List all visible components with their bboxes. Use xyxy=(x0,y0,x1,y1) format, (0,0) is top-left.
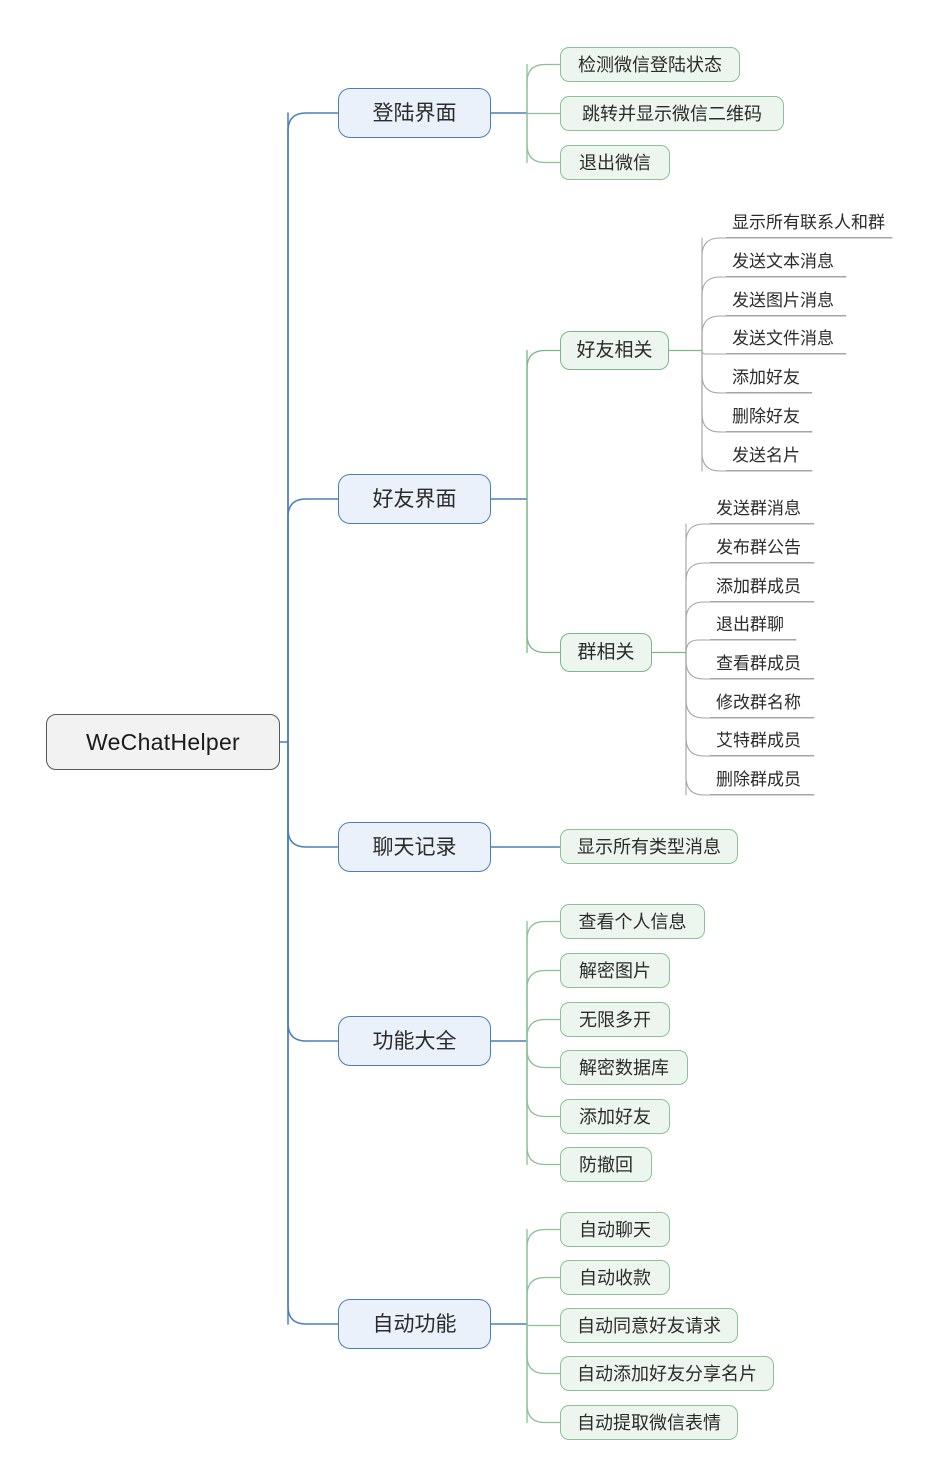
node-label: 发布群公告 xyxy=(716,537,801,557)
node-label: 好友相关 xyxy=(576,340,653,361)
node-label: 修改群名称 xyxy=(716,692,801,712)
node-label: 自动添加好友分享名片 xyxy=(577,1363,757,1384)
node-label: 发送群消息 xyxy=(716,498,801,518)
node-label: 群相关 xyxy=(577,642,635,663)
leaf-node-6[interactable]: 发送名片 xyxy=(726,443,812,471)
leaf-node-3[interactable]: 发送文件消息 xyxy=(726,326,846,354)
node-label: 好友界面 xyxy=(372,487,457,511)
leaf-node-0[interactable]: 显示所有类型消息 xyxy=(560,829,738,864)
node-label: 退出微信 xyxy=(579,152,651,173)
leaf-node-0[interactable]: 自动聊天 xyxy=(560,1212,670,1247)
node-label: 无限多开 xyxy=(579,1009,651,1030)
leaf-node-2[interactable]: 添加群成员 xyxy=(710,574,814,602)
node-label: 查看群成员 xyxy=(716,653,801,673)
node-label: 发送文本消息 xyxy=(732,251,834,271)
node-label: 登陆界面 xyxy=(372,101,457,125)
leaf-node-4[interactable]: 添加好友 xyxy=(726,365,812,393)
leaf-node-4[interactable]: 查看群成员 xyxy=(710,651,814,679)
leaf-node-2[interactable]: 无限多开 xyxy=(560,1002,670,1037)
node-label: 自动同意好友请求 xyxy=(577,1315,721,1336)
branch-node-chatlog[interactable]: 聊天记录 xyxy=(338,822,491,872)
node-label: 艾特群成员 xyxy=(716,730,801,750)
branch-node-friends[interactable]: 好友界面 xyxy=(338,474,491,524)
node-label: 发送名片 xyxy=(732,445,800,465)
node-label: 功能大全 xyxy=(372,1029,457,1053)
node-label: 发送文件消息 xyxy=(732,328,834,348)
leaf-node-1[interactable]: 发送文本消息 xyxy=(726,249,846,277)
leaf-node-3[interactable]: 退出群聊 xyxy=(710,612,796,640)
root-node-wechathelper[interactable]: WeChatHelper xyxy=(46,714,280,770)
leaf-node-0[interactable]: 检测微信登陆状态 xyxy=(560,47,740,82)
leaf-node-2[interactable]: 自动同意好友请求 xyxy=(560,1308,738,1343)
node-label: 检测微信登陆状态 xyxy=(578,54,722,75)
subbranch-node-1[interactable]: 群相关 xyxy=(560,633,652,672)
leaf-node-1[interactable]: 解密图片 xyxy=(560,953,670,988)
node-label: 自动聊天 xyxy=(579,1219,651,1240)
leaf-node-1[interactable]: 发布群公告 xyxy=(710,535,814,563)
node-label: 自动收款 xyxy=(579,1267,651,1288)
node-label: 防撤回 xyxy=(579,1154,633,1175)
leaf-node-3[interactable]: 自动添加好友分享名片 xyxy=(560,1356,774,1391)
leaf-node-6[interactable]: 艾特群成员 xyxy=(710,728,814,756)
node-label: 添加好友 xyxy=(579,1106,651,1127)
leaf-node-4[interactable]: 添加好友 xyxy=(560,1099,670,1134)
node-label: 添加群成员 xyxy=(716,576,801,596)
leaf-node-1[interactable]: 跳转并显示微信二维码 xyxy=(560,96,784,131)
branch-node-automation[interactable]: 自动功能 xyxy=(338,1299,491,1349)
leaf-node-0[interactable]: 显示所有联系人和群 xyxy=(726,210,892,238)
node-label: 解密数据库 xyxy=(579,1057,669,1078)
leaf-node-1[interactable]: 自动收款 xyxy=(560,1260,670,1295)
node-label: 聊天记录 xyxy=(372,835,457,859)
leaf-node-5[interactable]: 防撤回 xyxy=(560,1147,652,1182)
leaf-node-4[interactable]: 自动提取微信表情 xyxy=(560,1405,738,1440)
node-label: 删除群成员 xyxy=(716,769,801,789)
node-label: 查看个人信息 xyxy=(578,911,687,932)
node-label: 显示所有类型消息 xyxy=(577,836,721,857)
leaf-node-0[interactable]: 发送群消息 xyxy=(710,496,814,524)
branch-node-login[interactable]: 登陆界面 xyxy=(338,88,491,138)
leaf-node-2[interactable]: 发送图片消息 xyxy=(726,288,846,316)
leaf-node-5[interactable]: 修改群名称 xyxy=(710,690,814,718)
node-label: 解密图片 xyxy=(579,960,651,981)
subbranch-node-0[interactable]: 好友相关 xyxy=(560,331,669,370)
leaf-node-7[interactable]: 删除群成员 xyxy=(710,767,814,795)
node-label: 自动功能 xyxy=(372,1312,457,1336)
node-label: 删除好友 xyxy=(732,406,800,426)
leaf-node-2[interactable]: 退出微信 xyxy=(560,145,670,180)
node-label: WeChatHelper xyxy=(85,728,241,755)
node-label: 跳转并显示微信二维码 xyxy=(582,103,762,124)
leaf-node-3[interactable]: 解密数据库 xyxy=(560,1050,688,1085)
leaf-node-0[interactable]: 查看个人信息 xyxy=(560,904,705,939)
node-label: 显示所有联系人和群 xyxy=(732,212,885,232)
node-label: 退出群聊 xyxy=(716,614,784,634)
node-label: 自动提取微信表情 xyxy=(577,1412,721,1433)
branch-node-features[interactable]: 功能大全 xyxy=(338,1016,491,1066)
leaf-node-5[interactable]: 删除好友 xyxy=(726,404,812,432)
node-label: 添加好友 xyxy=(732,367,800,387)
node-label: 发送图片消息 xyxy=(732,290,834,310)
